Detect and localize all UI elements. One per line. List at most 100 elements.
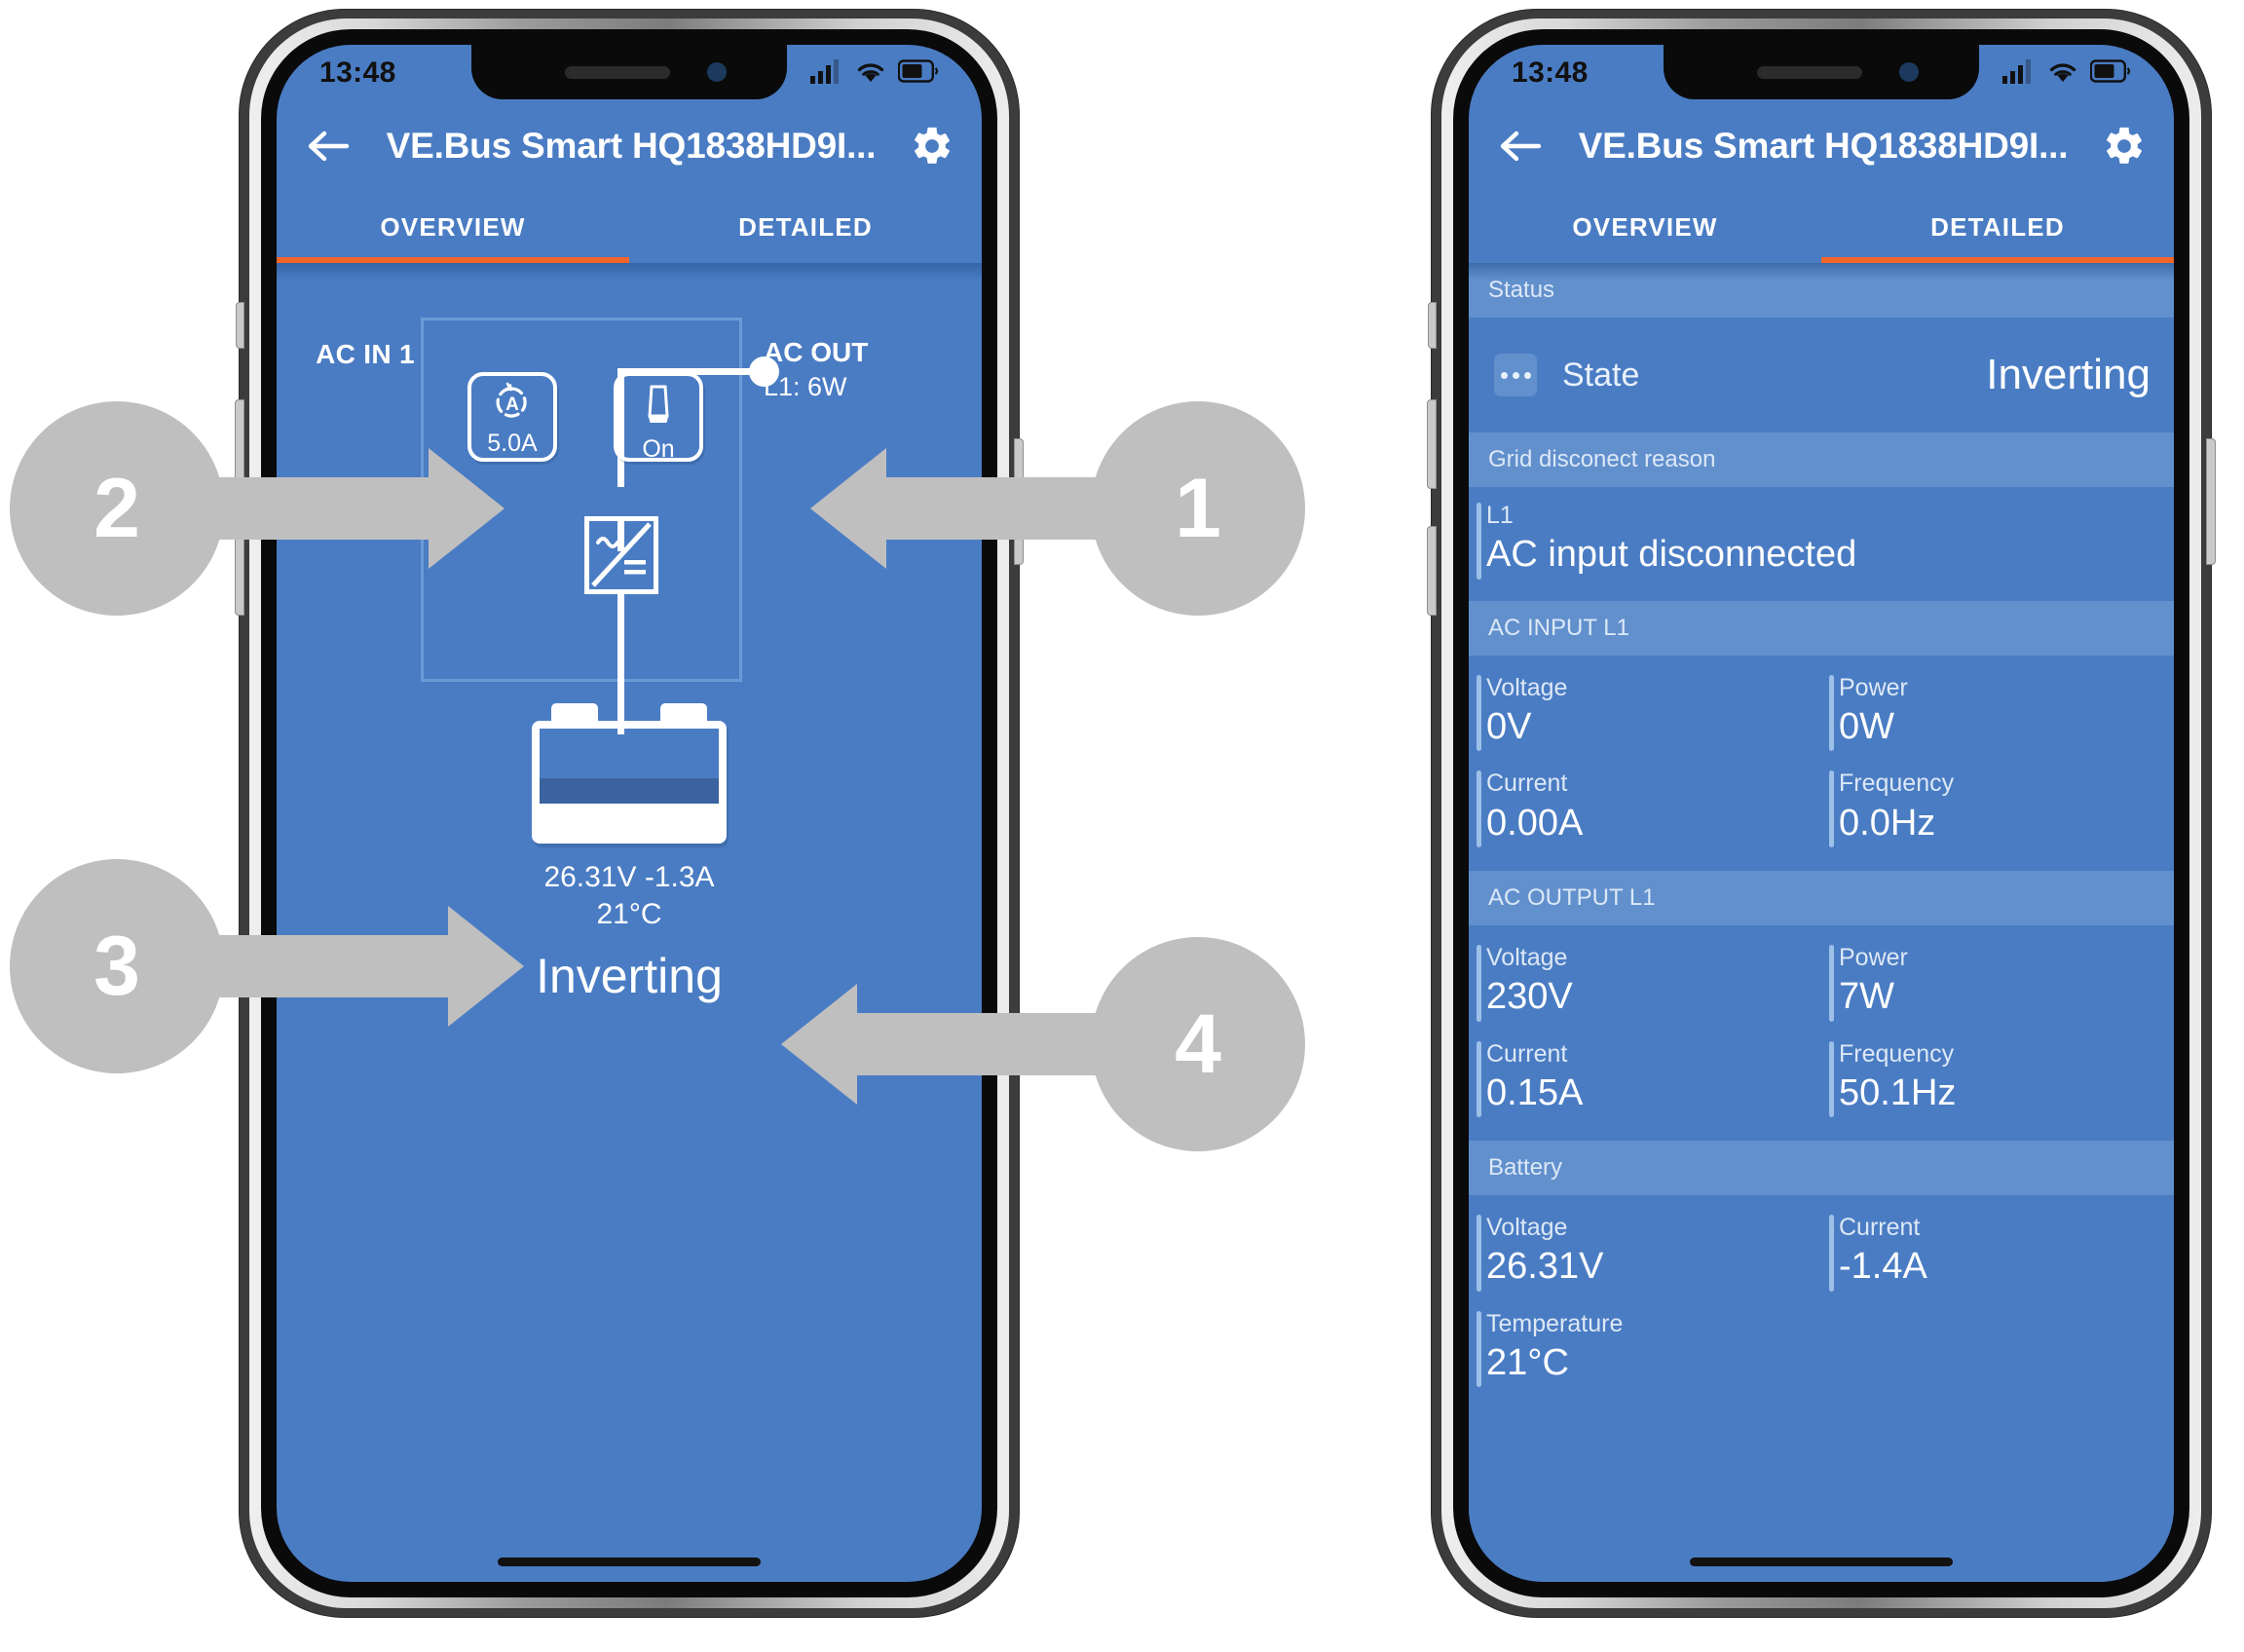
mute-switch-right[interactable] [1428, 302, 1437, 349]
battery-block-icon [532, 721, 727, 844]
kv-value: 26.31V [1486, 1246, 1604, 1288]
kv-row: Voltage 230V Power 7W [1469, 935, 2174, 1032]
volume-up-button-right[interactable] [1427, 399, 1437, 489]
ac-out-block: AC OUT L1: 6W [764, 335, 868, 403]
rocker-switch-icon [639, 382, 678, 435]
switch-tile[interactable]: On [614, 372, 703, 462]
front-camera-right [1899, 62, 1919, 82]
kv-cell-voltage: Voltage 26.31V [1469, 1205, 1821, 1301]
state-value: Inverting [1986, 351, 2150, 398]
kv-key: Temperature [1486, 1309, 1624, 1337]
callout-4-badge: 4 [1091, 937, 1305, 1151]
page-title: VE.Bus Smart HQ1838HD9I... [386, 126, 877, 166]
ac-dc-inverter-icon [584, 516, 658, 594]
status-time-right: 13:48 [1512, 56, 1589, 89]
kv-value: 0.15A [1486, 1071, 1584, 1113]
tab-detailed[interactable]: DETAILED [1821, 191, 2174, 263]
tab-detailed-label: DETAILED [738, 211, 873, 242]
kv-value: 0V [1486, 705, 1532, 747]
battery-icon [2089, 58, 2131, 88]
battery-icon [897, 58, 939, 88]
kv-key: Voltage [1486, 943, 1568, 971]
notch-right [1664, 45, 1979, 99]
kv-key: Current [1486, 1039, 1568, 1068]
earpiece-speaker-right [1757, 66, 1862, 79]
kv-cell-current: Current 0.15A [1469, 1032, 1821, 1128]
ac-out-label: AC OUT [764, 337, 869, 367]
wifi-icon [2047, 58, 2078, 89]
tab-detailed-label: DETAILED [1930, 211, 2065, 242]
switch-state-value: On [642, 435, 675, 463]
ac-input-l1-values: Voltage 0V Power 0W Current 0.00A [1469, 656, 2174, 871]
home-indicator[interactable] [498, 1558, 761, 1566]
battery-terminal-left [551, 703, 598, 723]
phone-right: 13:48 VE.Bus Smart HQ1838 [1427, 10, 2216, 1617]
grid-disconnect-reason-block: L1 AC input disconnected [1469, 487, 2174, 601]
battery-values: Voltage 26.31V Current -1.4A Temperature… [1469, 1195, 2174, 1410]
callout-1-head [810, 448, 886, 569]
callout-2-number: 2 [94, 461, 140, 555]
ac-out-node-dot [749, 357, 779, 387]
section-header-ac-input-l1: AC INPUT L1 [1469, 600, 2174, 656]
kv-cell-frequency: Frequency 0.0Hz [1821, 761, 2174, 857]
volume-up-button[interactable] [235, 399, 244, 489]
kv-cell-temperature: Temperature 21°C [1469, 1301, 1830, 1398]
wifi-icon [855, 58, 886, 89]
battery-terminal-right [660, 703, 707, 723]
mute-switch[interactable] [236, 302, 244, 349]
kv-cell-current: Current -1.4A [1821, 1205, 2174, 1301]
back-arrow-icon[interactable] [302, 120, 355, 172]
callout-3-badge: 3 [10, 859, 224, 1073]
callout-1-badge: 1 [1091, 401, 1305, 616]
battery-band-white [540, 804, 719, 836]
tab-bar-left: OVERVIEW DETAILED [277, 191, 982, 263]
kv-cell-power: Power 0W [1821, 665, 2174, 762]
status-bar: 13:48 [277, 45, 982, 101]
callout-1-number: 1 [1175, 461, 1221, 555]
gear-icon[interactable] [908, 122, 956, 170]
power-button-right[interactable] [2206, 438, 2216, 565]
wire-vertical-bottom [617, 594, 624, 734]
kv-value: 21°C [1486, 1342, 1569, 1384]
volume-down-button-right[interactable] [1427, 526, 1437, 616]
reason-key: L1 [1486, 502, 1514, 529]
kv-value: 230V [1486, 976, 1573, 1018]
home-indicator-right[interactable] [1690, 1558, 1953, 1566]
ac-output-l1-values: Voltage 230V Power 7W Current 0.15A [1469, 925, 2174, 1141]
three-dots-icon [1494, 354, 1537, 396]
tab-overview[interactable]: OVERVIEW [1469, 191, 1821, 263]
kv-value: 0W [1839, 705, 1894, 747]
tab-overview-label: OVERVIEW [380, 211, 526, 242]
kv-cell-voltage: Voltage 0V [1469, 665, 1821, 762]
cellular-signal-icon [2002, 58, 2036, 89]
battery-band-dark [540, 777, 719, 804]
row-state[interactable]: State Inverting [1469, 318, 2174, 432]
status-bar-right: 13:48 [1469, 45, 2174, 101]
kv-cell-power: Power 7W [1821, 935, 2174, 1032]
panel-shadow-right [1469, 263, 2174, 281]
tab-overview[interactable]: OVERVIEW [277, 191, 629, 263]
kv-key: Current [1839, 1214, 1921, 1242]
tab-detailed[interactable]: DETAILED [629, 191, 982, 263]
notch [471, 45, 787, 99]
kv-cell-empty [1830, 1301, 2174, 1398]
phone-right-screen: 13:48 VE.Bus Smart HQ1838 [1469, 45, 2174, 1582]
kv-key: Frequency [1839, 1039, 1955, 1068]
cellular-signal-icon [810, 58, 843, 89]
kv-key: Voltage [1486, 673, 1568, 701]
gear-icon[interactable] [2100, 122, 2149, 170]
battery-temperature: 21°C [596, 898, 662, 931]
callout-2-head [429, 448, 505, 569]
callout-2-badge: 2 [10, 401, 224, 616]
front-camera [707, 62, 727, 82]
wire-vertical-mid [617, 516, 624, 551]
phone-left: 13:48 VE.Bus Smart HQ1838 [235, 10, 1024, 1617]
back-arrow-icon[interactable] [1494, 120, 1547, 172]
callout-3-number: 3 [94, 919, 140, 1013]
state-key: State [1562, 356, 1640, 394]
kv-key: Frequency [1839, 770, 1955, 798]
wire-horizontal [617, 368, 766, 375]
kv-key: Voltage [1486, 1214, 1568, 1242]
device-outline-lower [421, 584, 742, 682]
